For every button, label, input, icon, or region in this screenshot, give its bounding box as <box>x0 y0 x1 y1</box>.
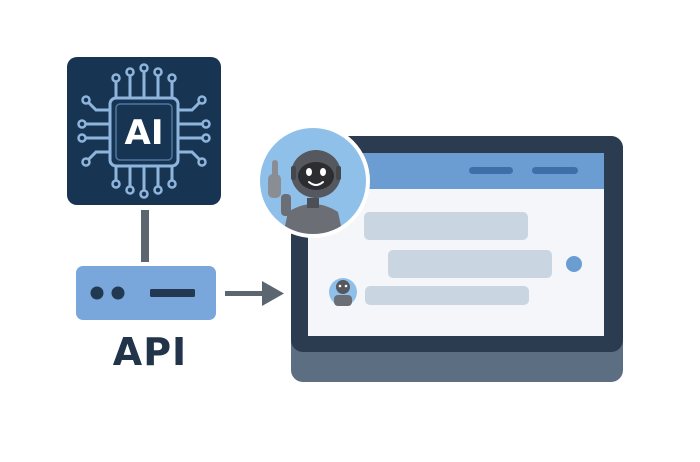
chat-bubble-user <box>388 250 552 278</box>
api-label: API <box>112 330 188 374</box>
header-menu-bar-2 <box>532 167 578 174</box>
server-slot <box>150 289 195 297</box>
header-menu-bar-1 <box>469 167 513 174</box>
ai-circuit-chip-icon: AI <box>67 57 221 205</box>
robot-avatar-icon <box>256 124 370 238</box>
arrow-right-icon <box>225 281 284 306</box>
ai-chip-label: AI <box>125 113 164 153</box>
small-robot-avatar-icon <box>329 278 357 306</box>
chip-to-api-connector <box>141 210 149 262</box>
user-avatar-dot <box>566 256 582 272</box>
chat-bubble-bot-1 <box>364 212 528 240</box>
server-led-1 <box>90 286 104 300</box>
server-box-icon <box>76 266 216 320</box>
server-led-2 <box>111 286 125 300</box>
chat-bubble-bot-2 <box>365 286 529 305</box>
